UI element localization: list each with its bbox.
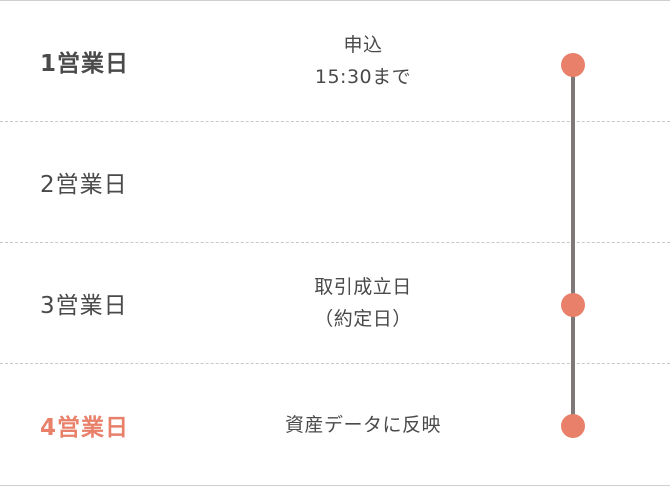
timeline-dot bbox=[561, 293, 585, 317]
event-text: 取引成立日 （約定日） bbox=[228, 271, 498, 335]
day-label: 4営業日 bbox=[40, 414, 130, 441]
timeline-track bbox=[571, 65, 575, 426]
event-line: （約定日） bbox=[314, 308, 412, 330]
timeline-row-day3: 3営業日 取引成立日 （約定日） bbox=[0, 243, 670, 364]
day-label: 2営業日 bbox=[40, 172, 128, 198]
event-line: 取引成立日 bbox=[314, 276, 412, 298]
timeline-dot bbox=[561, 414, 585, 438]
event-line: 15:30まで bbox=[314, 66, 412, 88]
timeline-row-day4: 4営業日 資産データに反映 bbox=[0, 364, 670, 485]
event-line: 申込 bbox=[343, 34, 383, 56]
day-label: 1営業日 bbox=[40, 51, 130, 77]
timeline-row-day2: 2営業日 bbox=[0, 122, 670, 243]
timeline-row-day1: 1営業日 申込 15:30まで bbox=[0, 1, 670, 122]
day-label: 3営業日 bbox=[40, 293, 128, 319]
event-line: 資産データに反映 bbox=[284, 413, 441, 436]
event-text: 資産データに反映 bbox=[228, 409, 498, 441]
timeline-dot bbox=[561, 53, 585, 77]
event-text: 申込 15:30まで bbox=[228, 29, 498, 93]
